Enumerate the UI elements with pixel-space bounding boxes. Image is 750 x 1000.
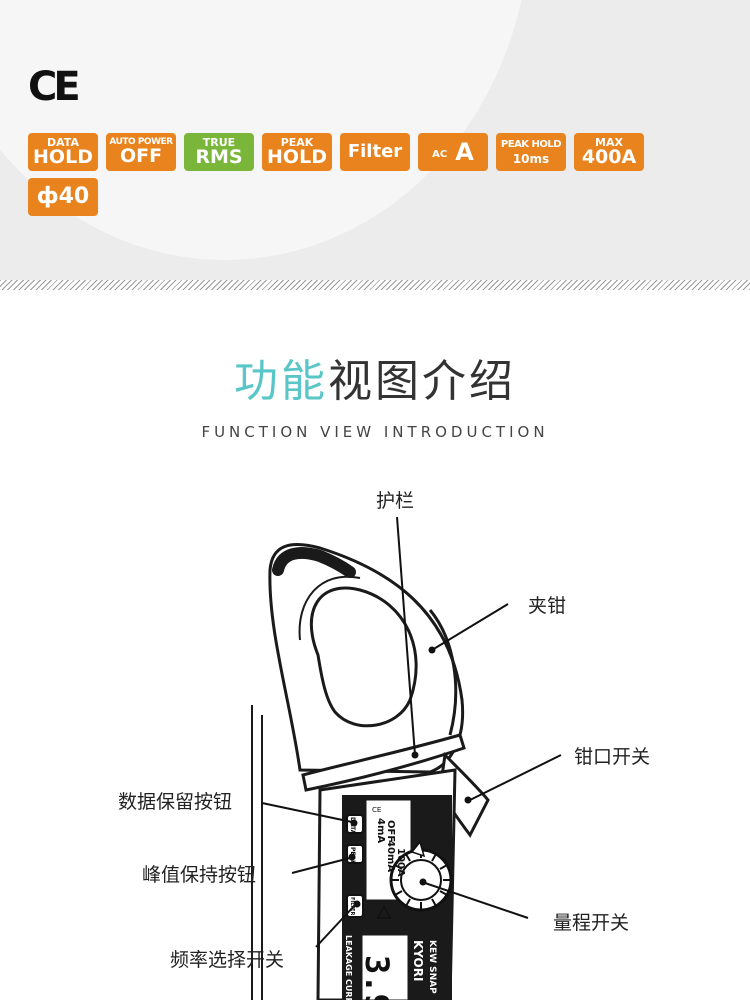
guard-leader (396, 516, 416, 756)
badge-top-text: DATA (47, 136, 79, 149)
brand-panel (409, 935, 449, 1000)
brand-text: KYORI (411, 940, 425, 981)
badge-auto-power-off: AUTO POWER OFF (106, 133, 176, 171)
header-band: CE DATA HOLD AUTO POWER OFF TRUE RMS PEA… (0, 0, 750, 280)
range-off-text: OFF (385, 820, 396, 842)
clamp-jaw-right (428, 609, 458, 736)
lcd-panel (361, 934, 409, 1000)
btn-filter-text: FILTER (349, 897, 355, 915)
badge-big-text: A (455, 138, 474, 166)
badge-bottom-text: HOLD (267, 146, 327, 168)
label-peak-hold-button: 峰值保持按钮 (142, 864, 257, 886)
badge-top-text: PEAK HOLD (500, 138, 562, 150)
lcd-reading: 3.9 (358, 955, 396, 1000)
range-dial-ticks (391, 850, 451, 910)
left-body-strip (251, 705, 263, 1000)
section-subtitle: FUNCTION VIEW INTRODUCTION (201, 423, 549, 441)
badge-phi40: ф40 (28, 178, 98, 216)
badge-peak-hold: PEAK HOLD (262, 133, 332, 171)
ce-mark: CE (28, 64, 81, 110)
ce-device-mark: CE (372, 806, 381, 814)
title-highlight: 功能 (234, 356, 328, 407)
badge-filter: Filter (340, 133, 410, 171)
label-trigger: 钳口开关 (574, 746, 651, 768)
badge-bottom-text: RMS (195, 146, 243, 168)
label-frequency-switch: 频率选择开关 (170, 949, 285, 971)
badge-peak-hold-10ms: PEAK HOLD 10ms (496, 133, 566, 171)
clamp-jaw-inner (309, 586, 418, 728)
range-100a-text: 100A (395, 848, 406, 877)
badge-bottom-text: 10ms (512, 151, 550, 166)
clamp-jaw-inner-edge (298, 575, 361, 641)
clamp-jaw-top-band (272, 547, 356, 578)
badge-bottom-text: HOLD (33, 146, 93, 168)
peak-hold-leader (291, 857, 351, 874)
trigger-leader (469, 754, 562, 801)
range-40ma-text: 40mA (385, 840, 396, 872)
badge-small-text: AC (432, 149, 448, 160)
badge-bottom-text: 400A (581, 146, 637, 168)
guard-band (301, 733, 466, 792)
callout-dots (348, 646, 472, 908)
badge-top-text: AUTO POWER (109, 137, 173, 147)
label-guard: 护栏 (376, 490, 415, 512)
badge-top-text: MAX (595, 136, 623, 149)
warning-triangle-icon (376, 904, 392, 919)
badge-data-hold: DATA HOLD (28, 133, 98, 171)
frequency-leader (315, 904, 356, 948)
range-4ma-text: 4mA (375, 818, 386, 843)
label-clamp: 夹钳 (528, 595, 567, 617)
range-switch-leader (424, 882, 529, 919)
hatched-divider (0, 280, 750, 290)
data-hold-leader (261, 802, 353, 823)
model-text: KEW SNAP (427, 940, 437, 994)
badge-text: Filter (347, 141, 403, 162)
clamp-leader (431, 603, 509, 651)
leakage-text: LEAKAGE CURR (344, 935, 353, 1000)
badge-ac-a: AC A (418, 133, 488, 171)
badge-text: ф40 (36, 184, 90, 209)
label-data-hold-button: 数据保留按钮 (118, 791, 233, 813)
badge-max-400a: MAX 400A (574, 133, 644, 171)
label-range-switch: 量程开关 (553, 912, 630, 934)
dial-pointer (410, 840, 426, 858)
title-rest: 视图介绍 (328, 356, 516, 407)
badge-true-rms: TRUE RMS (184, 133, 254, 171)
badge-top-text: PEAK (280, 136, 314, 149)
badge-bottom-text: OFF (119, 145, 163, 167)
section-title: 功能视图介绍 (0, 345, 750, 409)
callout-lines (261, 516, 562, 948)
badge-top-text: TRUE (202, 136, 236, 149)
